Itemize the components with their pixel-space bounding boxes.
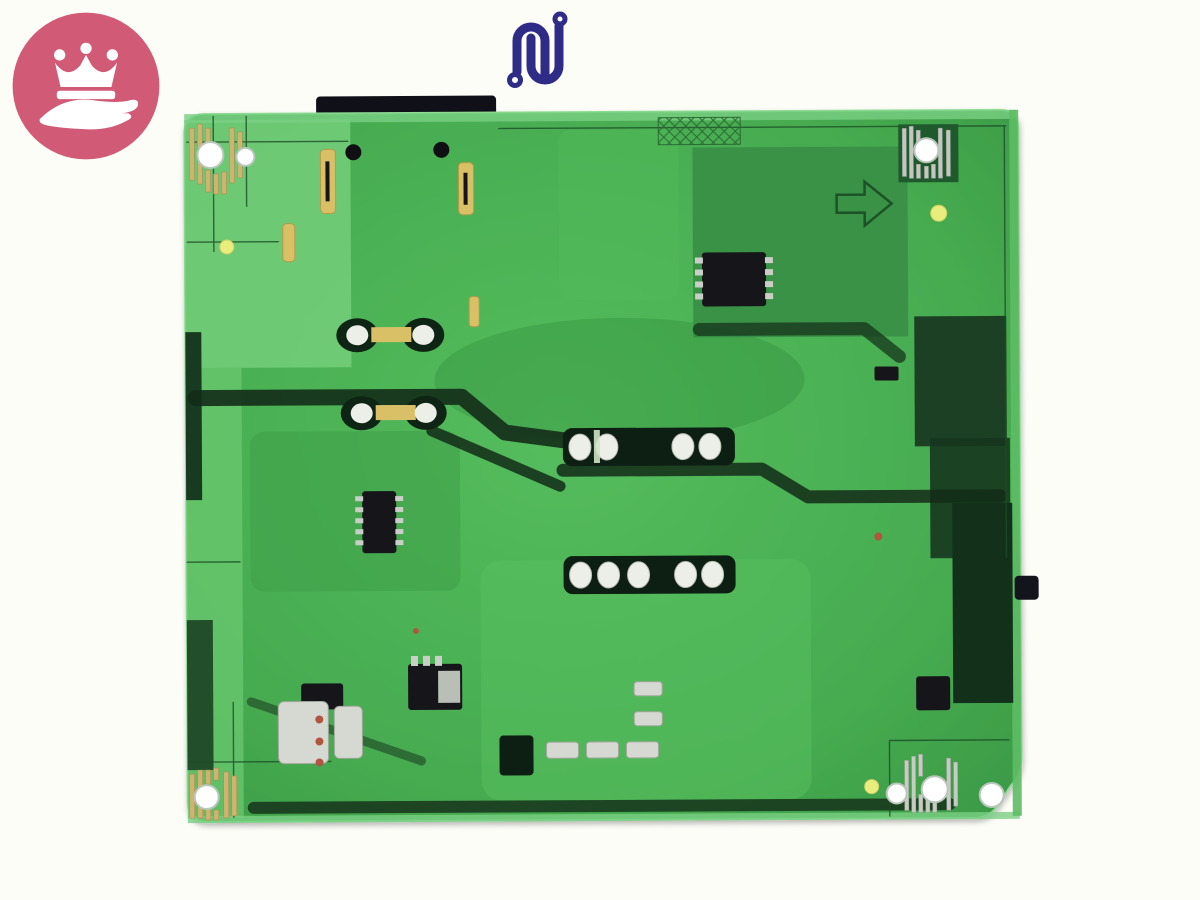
hand-icon [39,99,139,130]
store-logo [496,10,574,92]
vip-badge [12,12,160,160]
power-pads [336,317,447,431]
mounting-holes [188,123,1005,821]
crosshatch-region [657,116,741,146]
inductor-pads [499,735,534,776]
smt-arrow-icon [835,178,894,229]
board-zones [184,109,1022,824]
pcb-board [183,95,1039,824]
footer-text [0,836,1200,842]
transformer-pads [562,427,736,595]
large-pads [277,681,663,765]
red-dots [315,532,883,767]
logo-n-icon [507,11,568,88]
yellow-markers [219,204,948,795]
wire-stub [1014,575,1039,600]
silkscreen-lines [186,115,1010,818]
fuse-bars [325,161,468,205]
ic-chips [301,141,951,711]
crown-icon [54,42,118,100]
